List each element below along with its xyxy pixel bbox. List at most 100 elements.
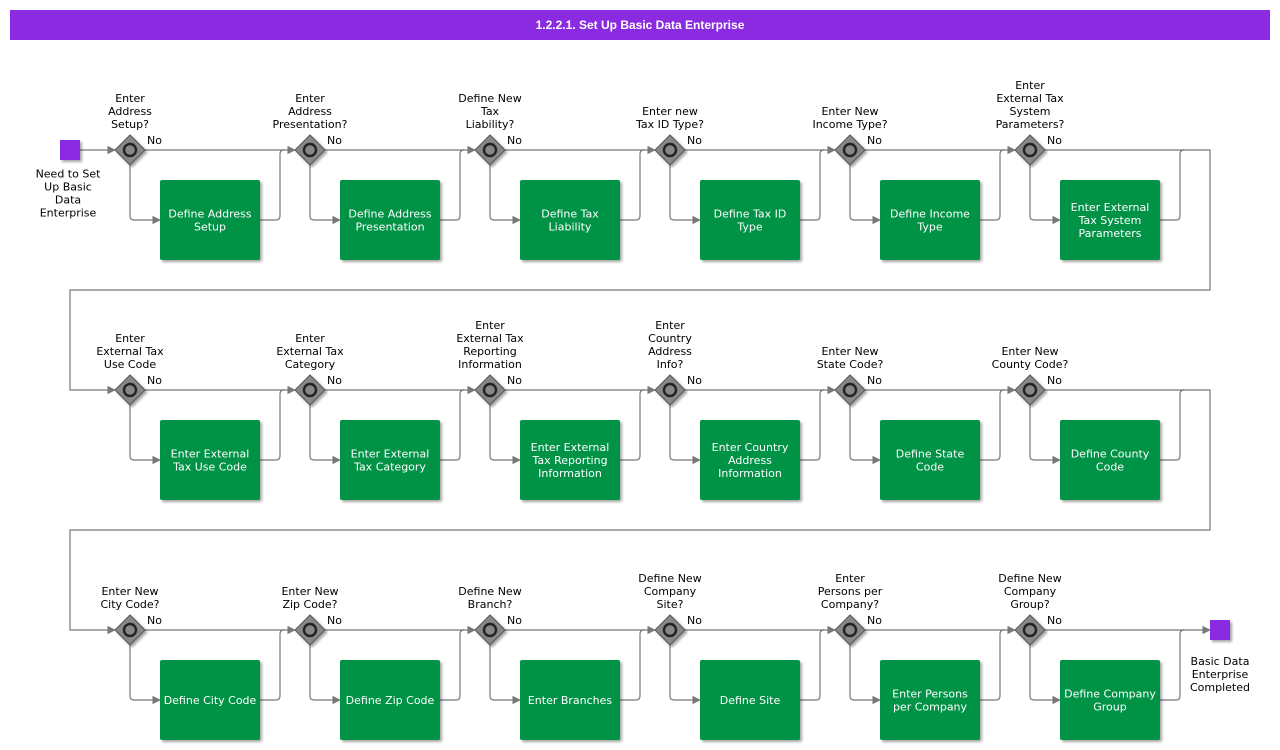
gateway-diamond bbox=[114, 614, 146, 646]
diagram-title: 1.2.2.1. Set Up Basic Data Enterprise bbox=[535, 18, 745, 32]
task-1[interactable] bbox=[160, 180, 260, 260]
yes-branch-connector-4 bbox=[669, 165, 701, 225]
gateway-question-8-line: Category bbox=[285, 358, 336, 371]
task-12[interactable] bbox=[1060, 420, 1160, 500]
task-label-9-line: Enter External bbox=[531, 441, 610, 454]
gateway-2[interactable] bbox=[294, 134, 326, 166]
gateway-question-5-line: Income Type? bbox=[812, 118, 887, 131]
task-3[interactable] bbox=[520, 180, 620, 260]
task-4[interactable] bbox=[700, 180, 800, 260]
yes-branch-connector-9 bbox=[489, 405, 521, 465]
yes-branch-connector-3 bbox=[489, 165, 521, 225]
gateway-question-12-line: Enter New bbox=[1001, 345, 1058, 358]
gateway-question-6-line: System bbox=[1009, 105, 1050, 118]
no-label-12: No bbox=[1047, 374, 1062, 387]
task-label-17-line: Enter Persons bbox=[892, 688, 968, 701]
task-18[interactable] bbox=[1060, 660, 1160, 740]
task-6[interactable] bbox=[1060, 180, 1160, 260]
gateway-11[interactable] bbox=[834, 374, 866, 406]
end-event[interactable] bbox=[1210, 620, 1230, 640]
task-box bbox=[880, 420, 980, 500]
task-exit-connector-17 bbox=[980, 629, 1005, 701]
gateway-question-2-line: Address bbox=[288, 105, 332, 118]
gateway-5[interactable] bbox=[834, 134, 866, 166]
task-17[interactable] bbox=[880, 660, 980, 740]
gateway-18[interactable] bbox=[1014, 614, 1046, 646]
task-label-3-line: Define Tax bbox=[541, 208, 599, 221]
task-box bbox=[160, 420, 260, 500]
task-11[interactable] bbox=[880, 420, 980, 500]
no-label-11: No bbox=[867, 374, 882, 387]
gateway-13[interactable] bbox=[114, 614, 146, 646]
gateway-7[interactable] bbox=[114, 374, 146, 406]
gateway-3[interactable] bbox=[474, 134, 506, 166]
task-7[interactable] bbox=[160, 420, 260, 500]
task-16[interactable] bbox=[700, 660, 800, 740]
gateway-diamond bbox=[1014, 134, 1046, 166]
task-box bbox=[340, 180, 440, 260]
gateway-14[interactable] bbox=[294, 614, 326, 646]
gateway-8[interactable] bbox=[294, 374, 326, 406]
gateway-question-16-line: Site? bbox=[657, 598, 684, 611]
task-box bbox=[520, 180, 620, 260]
title-bar: 1.2.2.1. Set Up Basic Data Enterprise bbox=[10, 10, 1270, 40]
gateway-16[interactable] bbox=[654, 614, 686, 646]
task-8[interactable] bbox=[340, 420, 440, 500]
yes-branch-connector-12 bbox=[1029, 405, 1061, 465]
no-label-9: No bbox=[507, 374, 522, 387]
start-event[interactable] bbox=[60, 140, 80, 160]
task-15[interactable] bbox=[520, 660, 620, 740]
task-exit-connector-8 bbox=[440, 389, 465, 461]
task-2[interactable] bbox=[340, 180, 440, 260]
task-14[interactable] bbox=[340, 660, 440, 740]
gateway-question-15-line: Branch? bbox=[468, 598, 513, 611]
gateway-question-7-line: Use Code bbox=[104, 358, 156, 371]
no-label-5: No bbox=[867, 134, 882, 147]
task-9[interactable] bbox=[520, 420, 620, 500]
gateway-17[interactable] bbox=[834, 614, 866, 646]
gateway-question-17-line: Enter bbox=[835, 572, 865, 585]
task-label-6-line: Parameters bbox=[1079, 227, 1142, 240]
no-label-8: No bbox=[327, 374, 342, 387]
connectors-layer bbox=[69, 145, 1211, 705]
gateway-diamond bbox=[474, 374, 506, 406]
gateway-1[interactable] bbox=[114, 134, 146, 166]
yes-branch-connector-18 bbox=[1029, 645, 1061, 705]
gateway-10[interactable] bbox=[654, 374, 686, 406]
gateway-4[interactable] bbox=[654, 134, 686, 166]
gateway-question-10-line: Address bbox=[648, 345, 692, 358]
gateway-ring-icon bbox=[662, 622, 678, 638]
gateway-ring-icon bbox=[302, 142, 318, 158]
no-label-7: No bbox=[147, 374, 162, 387]
gateway-ring-icon bbox=[1022, 622, 1038, 638]
task-label-10-line: Information bbox=[718, 467, 782, 480]
gateway-6[interactable] bbox=[1014, 134, 1046, 166]
gateway-ring-icon bbox=[482, 382, 498, 398]
end-event-square bbox=[1210, 620, 1230, 640]
gateway-question-15-line: Define New bbox=[458, 585, 521, 598]
task-13[interactable] bbox=[160, 660, 260, 740]
no-label-14: No bbox=[327, 614, 342, 627]
gateway-9[interactable] bbox=[474, 374, 506, 406]
gateway-15[interactable] bbox=[474, 614, 506, 646]
row-wrap-connector-2 bbox=[69, 389, 1211, 635]
yes-branch-connector-17 bbox=[849, 645, 881, 705]
task-5[interactable] bbox=[880, 180, 980, 260]
task-exit-connector-5 bbox=[980, 149, 1005, 221]
gateway-12[interactable] bbox=[1014, 374, 1046, 406]
task-10[interactable] bbox=[700, 420, 800, 500]
task-exit-connector-1 bbox=[260, 149, 285, 221]
gateway-diamond bbox=[654, 134, 686, 166]
task-box bbox=[340, 660, 440, 740]
